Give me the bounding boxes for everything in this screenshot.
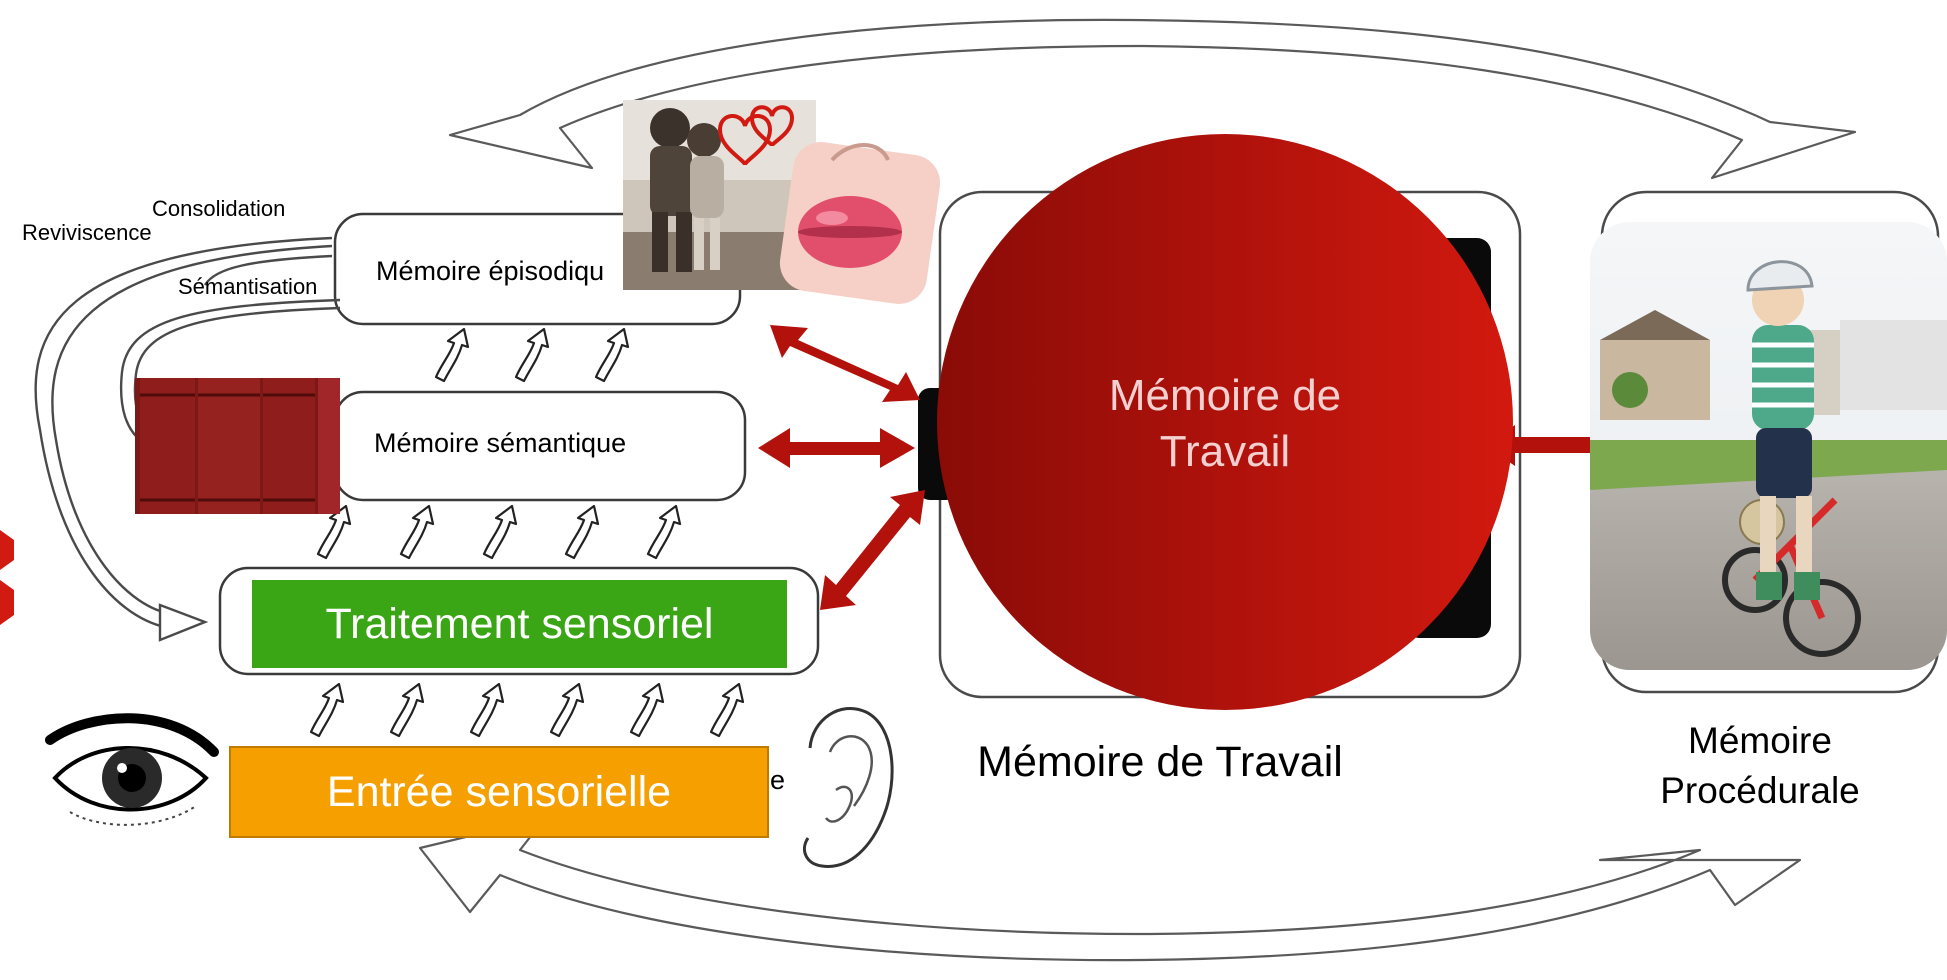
semantisation-label: Sémantisation [178,274,318,299]
semantic-memory-label: Mémoire sémantique [374,428,627,458]
sensory-input-box: Entrée sensorielle [229,746,769,838]
cycle-arrow-top [448,18,1857,180]
working-memory-circle-label: Mémoire de Travail [935,368,1515,480]
sensory-input-label: Entrée sensorielle [326,767,672,816]
working-memory-circle [937,134,1513,710]
working-memory-circle-line1: Mémoire de [1108,371,1342,420]
lips-photo [779,142,941,304]
working-memory-circle-line2: Travail [1159,427,1291,476]
procedural-line1: Mémoire [1688,720,1832,761]
reviviscence-label: Reviviscence [22,220,152,245]
procedural-line2: Procédurale [1660,770,1860,811]
eye-drawing [45,713,219,826]
sensory-processing-label: Traitement sensoriel [325,599,714,648]
books-photo [135,378,340,514]
sensory-processing-box: Traitement sensoriel [252,580,787,668]
bidirectional-arrows [758,325,1648,610]
ear-drawing [803,706,894,868]
episodic-memory-label: Mémoire épisodiqu [376,256,605,286]
cycle-arrow-bottom [418,816,1802,962]
procedural-memory-title: Mémoire Procédurale [1630,716,1890,816]
child-bicycle-photo [1590,222,1947,670]
clipped-letter: e [770,765,786,795]
consolidation-label: Consolidation [152,196,286,221]
working-memory-title: Mémoire de Travail [977,738,1343,786]
